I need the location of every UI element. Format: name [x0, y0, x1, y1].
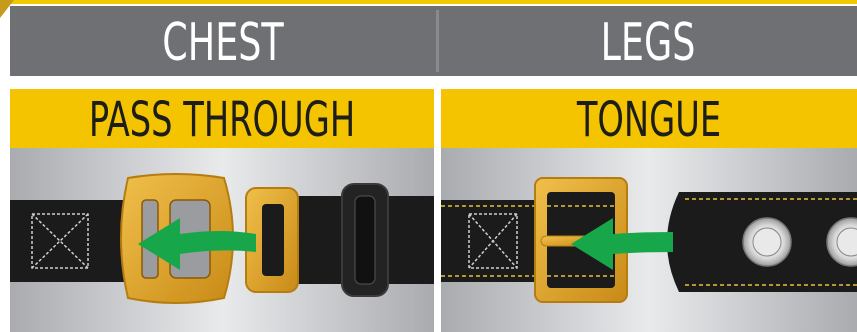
- top-accent-line: [0, 0, 857, 4]
- chest-heading: CHEST: [162, 13, 284, 73]
- pass-through-title-bar: [10, 89, 434, 148]
- pass-through-panel: PASS THROUGH: [10, 89, 434, 332]
- header-divider: [436, 10, 439, 72]
- direction-arrow: [571, 218, 673, 270]
- tongue-panel: TONGUE: [441, 89, 857, 332]
- direction-arrow: [138, 218, 256, 270]
- header-bar: CHEST LEGS: [10, 6, 857, 76]
- legs-heading: LEGS: [600, 13, 696, 73]
- tongue-title-bar: [441, 89, 857, 148]
- stitch-box: [31, 213, 89, 269]
- tongue-title: TONGUE: [576, 92, 722, 148]
- pass-through-illustration: [10, 148, 434, 332]
- stitch-box: [468, 213, 518, 269]
- pass-through-title: PASS THROUGH: [88, 92, 356, 148]
- tongue-illustration: [441, 148, 857, 332]
